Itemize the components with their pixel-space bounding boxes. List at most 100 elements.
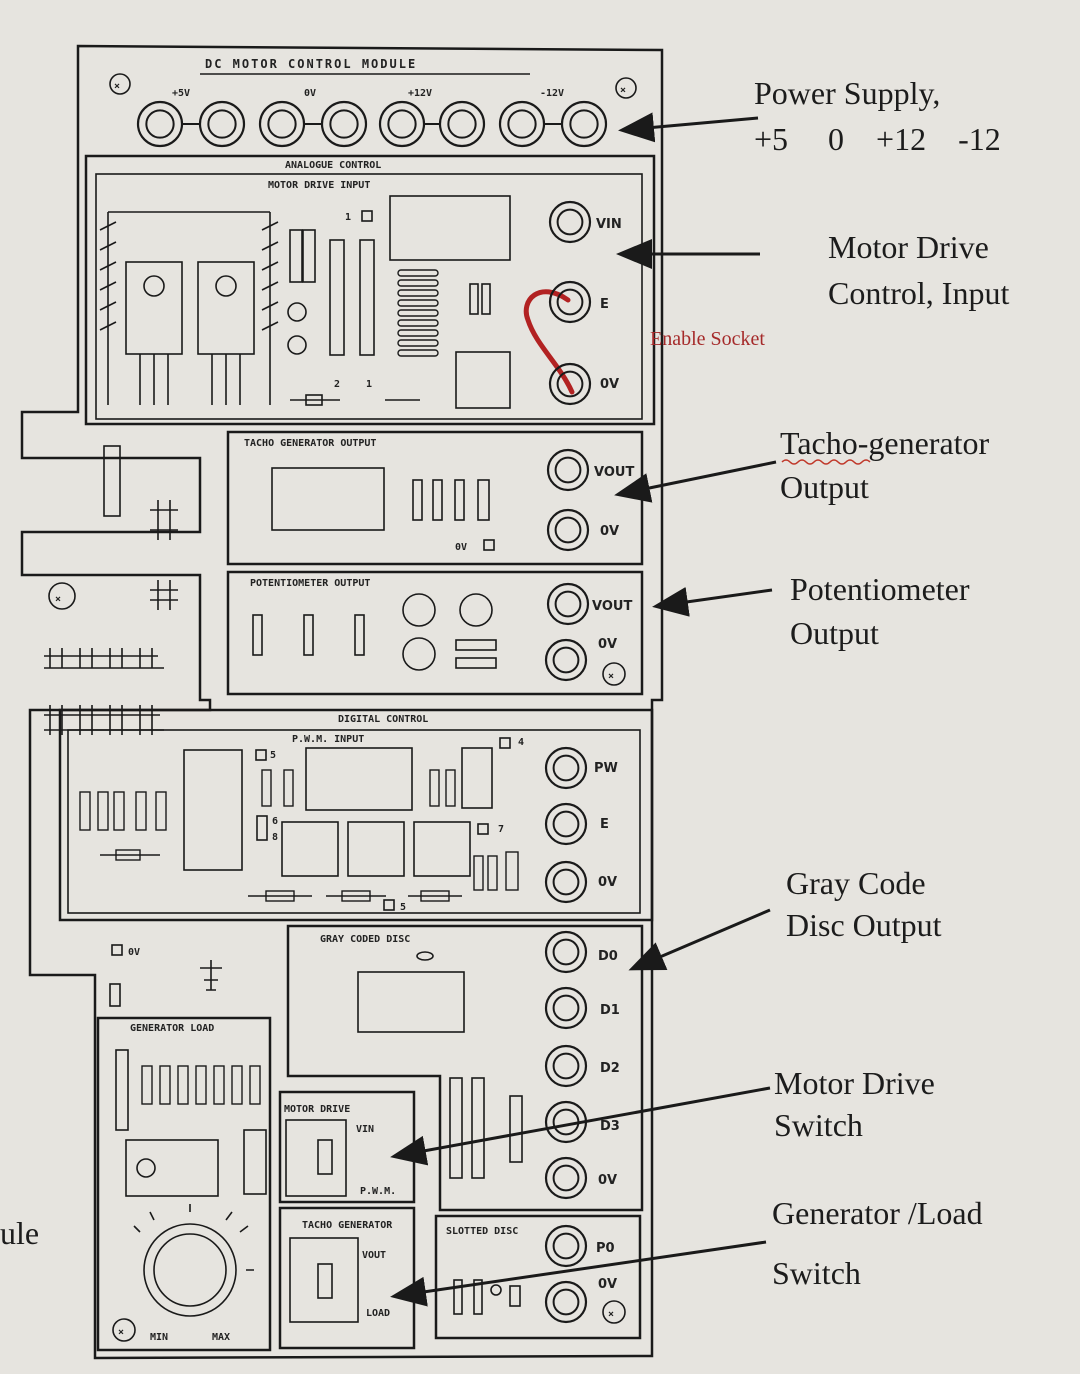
- component-number: 1: [366, 379, 372, 390]
- resistor: [261, 769, 272, 807]
- supply-socket-0-a-inner: [145, 109, 175, 139]
- resistor-bank: [397, 269, 439, 357]
- socket-label-d0: D0: [598, 949, 618, 964]
- output-socket-11-inner: [552, 994, 580, 1022]
- screw-icon: [136, 1158, 156, 1178]
- screw-icon: [615, 77, 637, 99]
- arrow-power: [618, 112, 759, 143]
- digital-components: [79, 769, 519, 902]
- heatsink-left: [99, 211, 279, 405]
- component-number: 8: [272, 832, 278, 843]
- arrow-generator-load: [390, 1240, 767, 1307]
- gen-min-label: MIN: [150, 1332, 168, 1343]
- gen-max-label: MAX: [212, 1332, 230, 1343]
- annotation-gray-2: Disc Output: [786, 907, 942, 943]
- socket-label-0v: 0V: [598, 875, 617, 890]
- generator-load-panel: [96, 1016, 272, 1352]
- output-socket-4-inner: [554, 516, 582, 544]
- arrow-gray: [628, 908, 771, 971]
- screw-icon: [602, 1300, 626, 1324]
- supply-socket-2-b: [438, 100, 486, 148]
- annotation-tacho-1: Tacho-generator: [780, 425, 990, 461]
- resistor: [115, 849, 141, 861]
- socket-label-e: E: [600, 817, 609, 832]
- tacho-small-0v: 0V: [455, 542, 467, 553]
- screw-icon: [109, 73, 131, 95]
- gen-load-title: GENERATOR LOAD: [130, 1023, 214, 1034]
- digital-panel: [58, 708, 654, 922]
- resistor: [155, 791, 167, 831]
- screw-icon: [112, 1318, 136, 1342]
- annotation-mds-2: Switch: [774, 1107, 863, 1143]
- output-socket-14-inner: [552, 1164, 580, 1192]
- analogue-sub: MOTOR DRIVE INPUT: [268, 180, 370, 191]
- enable-link-wire: [523, 289, 575, 395]
- analogue-title: ANALOGUE CONTROL: [285, 160, 381, 171]
- resistor: [420, 890, 450, 902]
- supply-socket-3-b-inner: [569, 109, 599, 139]
- resistor: [249, 1065, 261, 1105]
- module-title: DC MOTOR CONTROL MODULE: [205, 57, 417, 71]
- arrow-tacho: [614, 460, 777, 503]
- socket-label-vin: VIN: [596, 217, 622, 232]
- generator-load-switch[interactable]: [317, 1263, 333, 1299]
- output-socket-5-inner: [554, 590, 582, 618]
- motor-drive-switch[interactable]: [317, 1139, 333, 1175]
- ts-top-label: VOUT: [362, 1250, 386, 1261]
- supply-socket-0-a: [136, 100, 184, 148]
- annotation-motor-drive-1: Motor Drive: [828, 229, 989, 265]
- annotation-mds-1: Motor Drive: [774, 1065, 935, 1101]
- svg-text:×: ×: [608, 1309, 614, 1320]
- resistor: [97, 791, 109, 831]
- output-socket-4: [546, 508, 590, 552]
- output-socket-11: [544, 986, 588, 1030]
- tacho-panel: [226, 430, 644, 566]
- resistor: [213, 1065, 225, 1105]
- digital-sub: P.W.M. INPUT: [292, 734, 364, 745]
- supply-socket-2-a-inner: [387, 109, 417, 139]
- generator-load-knob[interactable]: [143, 1223, 237, 1317]
- mds-title: MOTOR DRIVE: [284, 1104, 350, 1115]
- resistor: [195, 1065, 207, 1105]
- connector-strip: [103, 445, 121, 517]
- component-number: 5: [270, 750, 276, 761]
- output-socket-3-inner: [554, 456, 582, 484]
- module-outline: [20, 44, 664, 1360]
- resistor: [341, 890, 371, 902]
- socket-label-e: E: [600, 297, 609, 312]
- resistor: [487, 855, 498, 891]
- slotted-title: SLOTTED DISC: [446, 1226, 518, 1237]
- socket-label-0v: 0V: [600, 524, 619, 539]
- supply-label: +12V: [408, 88, 432, 99]
- screw-icon: [602, 662, 626, 686]
- output-socket-16: [544, 1280, 588, 1324]
- resistor: [397, 309, 439, 317]
- output-socket-12-inner: [552, 1052, 580, 1080]
- spellcheck-underline: [781, 459, 871, 465]
- supply-socket-3-a-inner: [507, 109, 537, 139]
- annotation-pot-2: Output: [790, 615, 879, 651]
- resistor: [397, 319, 439, 327]
- annotation-gen-2: Switch: [772, 1255, 861, 1291]
- supply-socket-1-a: [258, 100, 306, 148]
- annotation-enable: Enable Socket: [650, 328, 765, 350]
- output-socket-7: [544, 746, 588, 790]
- output-socket-9: [544, 860, 588, 904]
- ts-title: TACHO GENERATOR: [302, 1220, 393, 1231]
- resistor: [397, 289, 439, 297]
- resistor: [397, 269, 439, 277]
- resistor: [141, 1065, 153, 1105]
- socket-label-vout: VOUT: [594, 465, 634, 480]
- output-socket-8: [544, 802, 588, 846]
- svg-text:×: ×: [608, 671, 614, 682]
- annotation-power-2: +5 0 +12 -12: [754, 121, 1001, 157]
- edge-text-fragment: ule: [0, 1215, 39, 1251]
- motor-assembly: ×: [44, 500, 178, 735]
- mds-bottom-label: P.W.M.: [360, 1186, 396, 1197]
- svg-text:×: ×: [118, 1327, 124, 1338]
- resistor: [265, 890, 295, 902]
- output-socket-0-inner: [556, 208, 584, 236]
- output-socket-2-inner: [556, 370, 584, 398]
- tacho-title: TACHO GENERATOR OUTPUT: [244, 438, 376, 449]
